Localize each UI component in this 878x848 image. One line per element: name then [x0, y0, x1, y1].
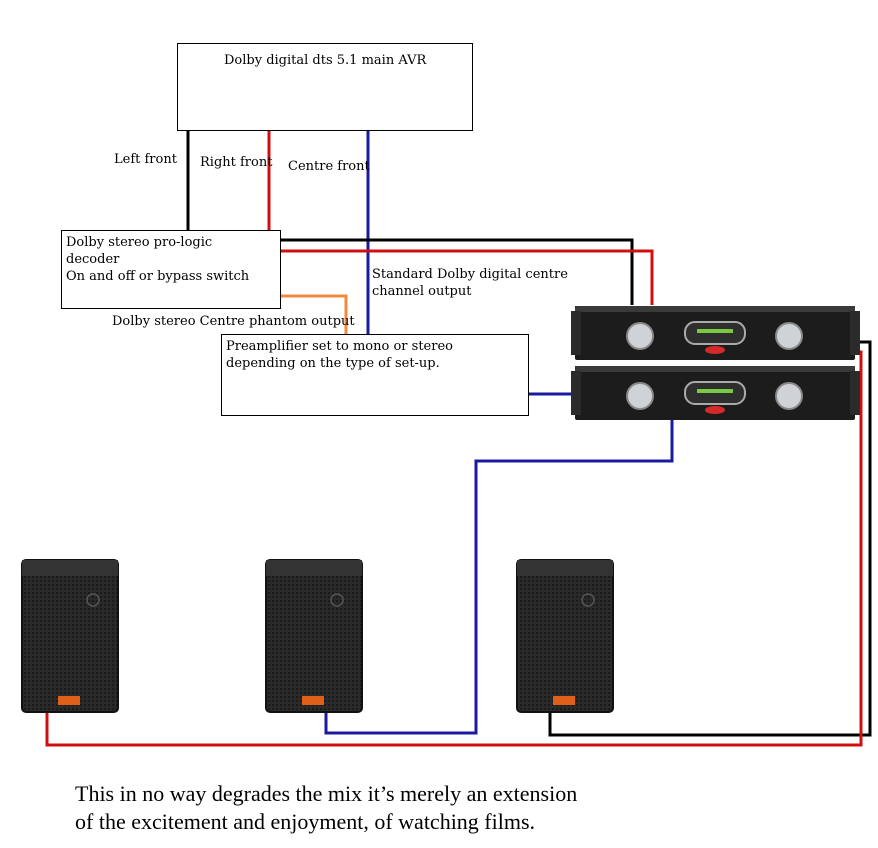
decoder-box: Dolby stereo pro-logic decoder On and of…: [61, 230, 281, 309]
preamp-box: Preamplifier set to mono or stereo depen…: [221, 334, 529, 416]
decoder-to-amp-black-wire: [281, 238, 634, 305]
right-front-label: Right front: [200, 155, 273, 170]
caption: This in no way degrades the mix it’s mer…: [75, 781, 578, 834]
centre-output-label: Standard Dolby digital centre channel ou…: [372, 267, 568, 299]
decoder-text: Dolby stereo pro-logic decoder On and of…: [66, 235, 250, 284]
amp-to-centre-speaker-wire: [324, 420, 674, 735]
decoder-to-amp-red-wire: [281, 249, 654, 305]
preamp-text: Preamplifier set to mono or stereo depen…: [226, 339, 453, 371]
avr-title: Dolby digital dts 5.1 main AVR: [224, 53, 427, 68]
phantom-output-wire: [281, 294, 348, 334]
avr-box: Dolby digital dts 5.1 main AVR: [177, 43, 473, 131]
phantom-output-label: Dolby stereo Centre phantom output: [112, 314, 355, 329]
centre-front-label: Centre front: [288, 159, 370, 174]
amp-to-right-speaker-black-wire: [548, 340, 872, 737]
left-front-label: Left front: [114, 152, 177, 167]
